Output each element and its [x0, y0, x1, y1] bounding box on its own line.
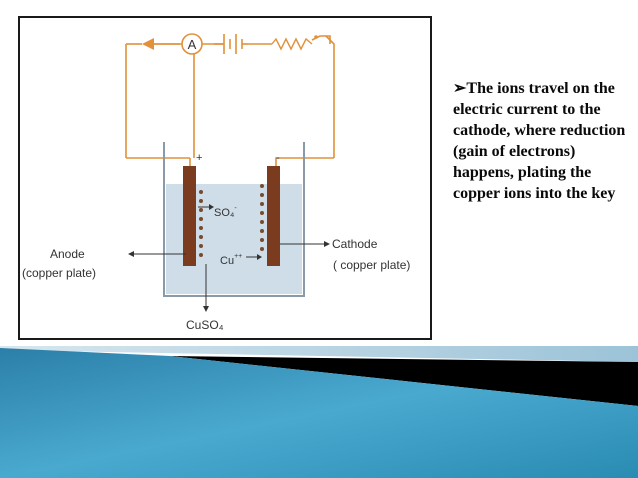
solution-pointer-icon	[203, 306, 209, 312]
cation-label: Cu++	[220, 253, 242, 267]
anode-ion-dots	[199, 190, 203, 257]
diagram-drawing: A + -	[22, 33, 410, 332]
beaker-outline	[163, 142, 305, 297]
circuit-wire	[146, 35, 335, 168]
anion-arrow-icon	[209, 204, 214, 210]
anode-plate	[183, 166, 196, 266]
cathode-plate	[267, 166, 280, 266]
footer-blue-wave	[0, 348, 638, 478]
electrolysis-diagram: A + -	[18, 16, 432, 340]
negative-terminal: -	[276, 152, 280, 164]
solution-label: CuSO₄	[186, 318, 224, 332]
anode-label: Anode	[50, 247, 85, 261]
bullet-text: The ions travel on the electric current …	[453, 80, 626, 202]
positive-terminal: +	[196, 152, 202, 164]
footer-light-band	[0, 346, 638, 362]
anode-sublabel: (copper plate)	[22, 266, 96, 280]
cation-arrow-icon	[257, 254, 262, 260]
cathode-sublabel: ( copper plate)	[333, 258, 410, 272]
battery-icon	[223, 34, 248, 54]
ammeter-label: A	[188, 37, 197, 52]
bullet-marker-icon: ➢	[453, 80, 467, 97]
anode-pointer-icon	[128, 251, 134, 257]
cathode-pointer-icon	[324, 241, 330, 247]
bullet-point: ➢The ions travel on the electric current…	[453, 78, 629, 204]
cathode-ion-dots	[260, 184, 264, 251]
resistor-icon	[271, 37, 313, 51]
cathode-label: Cathode	[332, 237, 378, 251]
anion-label: SO₄-	[214, 205, 237, 219]
switch-dot	[314, 35, 318, 39]
current-arrow-icon	[142, 38, 154, 50]
